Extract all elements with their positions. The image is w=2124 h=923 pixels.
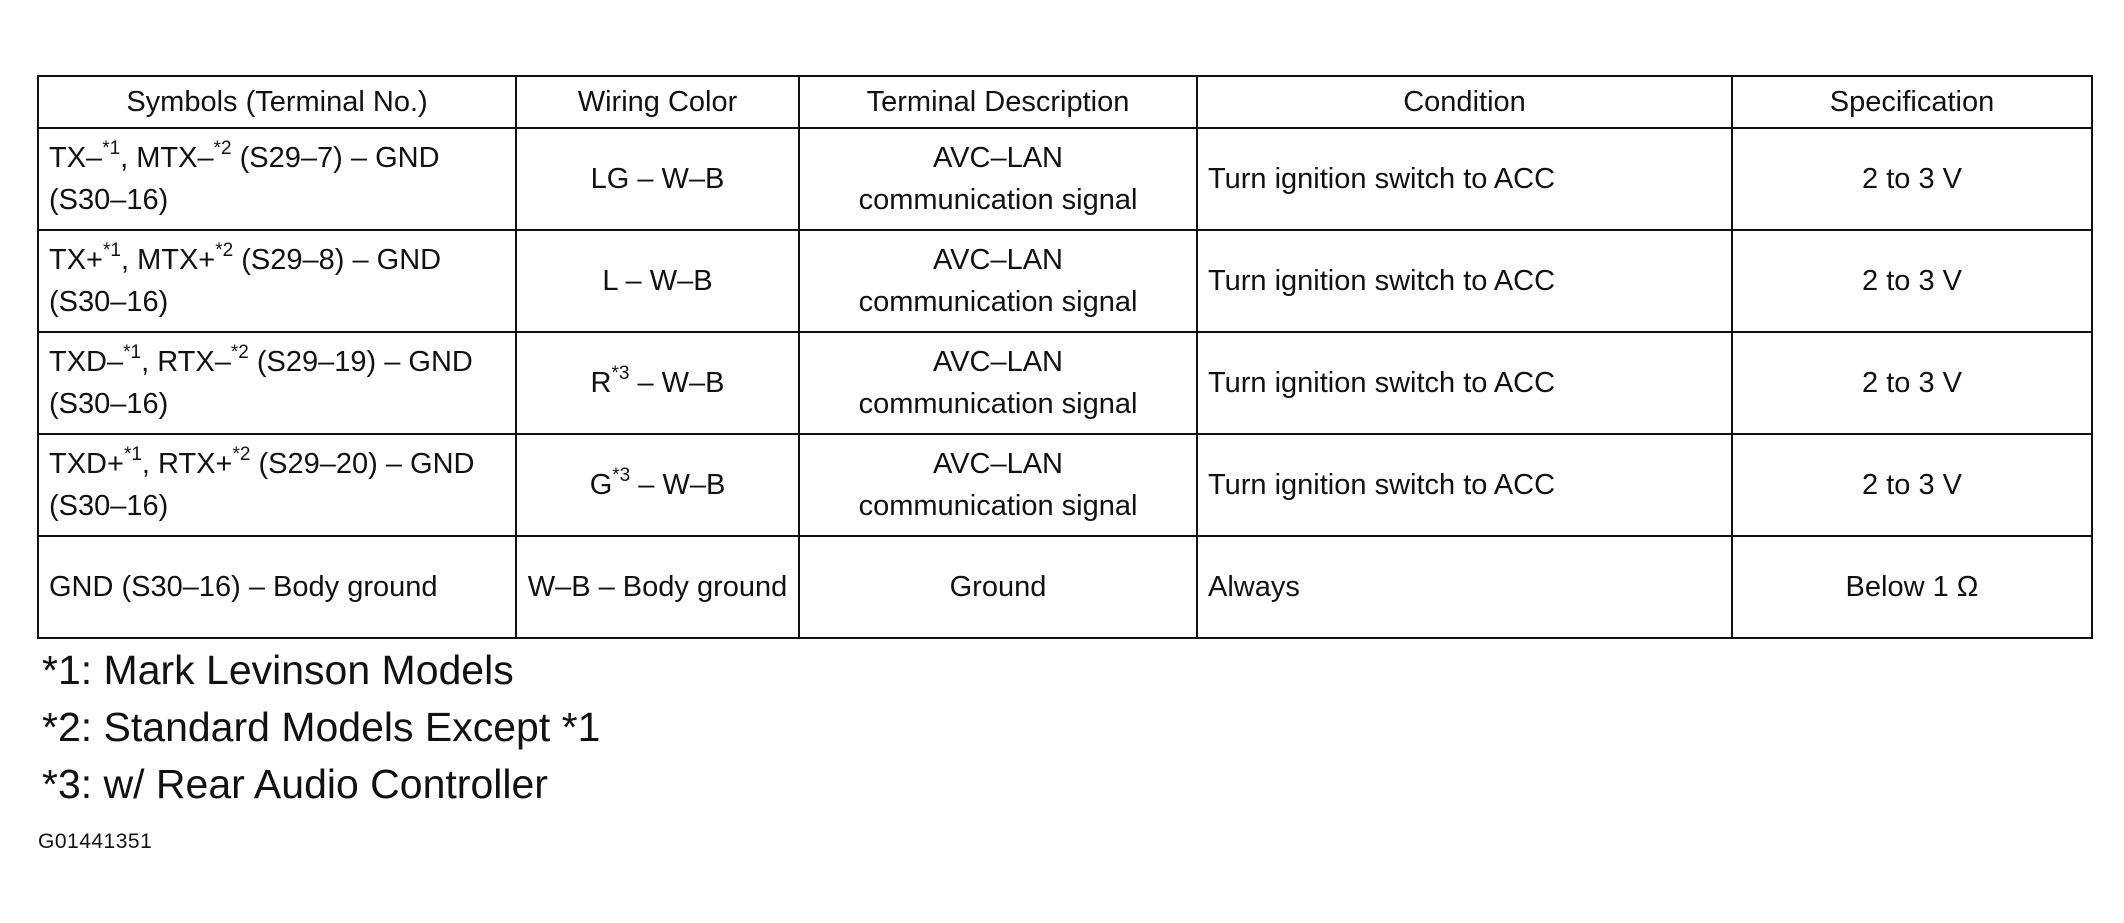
symbols-text: TX+ [49,243,103,276]
cell-terminal-description: Ground [798,535,1198,639]
terminal-spec-table: Symbols (Terminal No.) Wiring Color Term… [37,75,2093,639]
table-row: TXD+*1, RTX+*2 (S29–20) – GND (S30–16) G… [37,433,2093,537]
cell-terminal-description: AVC–LAN communication signal [798,229,1198,333]
wiring-text: W–B – Body ground [527,570,788,603]
symbols-text: GND (S30–16) – Body ground [49,570,438,603]
wiring-text: G [589,468,613,501]
header-wiring-color: Wiring Color [515,75,800,129]
wiring-text: R [590,366,612,399]
cell-wiring-color: LG – W–B [515,127,800,231]
description-line: communication signal [858,286,1138,318]
cell-specification: 2 to 3 V [1731,433,2093,537]
cell-condition: Always [1196,535,1733,639]
symbols-text: TX– [49,141,103,174]
description-line: communication signal [858,388,1138,420]
symbols-text: , MTX+ [120,243,216,276]
cell-terminal-description: AVC–LAN communication signal [798,127,1198,231]
description-line: AVC–LAN [932,447,1064,480]
wiring-text: – W–B [630,468,726,501]
footnote-3: *3: w/ Rear Audio Controller [42,761,548,807]
footnote-mark: *1 [123,444,142,466]
symbols-text: (S29–7) – GND (S30–16) [49,141,440,216]
description-line: AVC–LAN [932,141,1064,174]
table-row: TX+*1, MTX+*2 (S29–8) – GND (S30–16) L –… [37,229,2093,333]
header-terminal-description: Terminal Description [798,75,1198,129]
cell-wiring-color: L – W–B [515,229,800,333]
cell-wiring-color: W–B – Body ground [515,535,800,639]
footnote-mark: *2 [213,138,232,160]
symbols-text: TXD– [49,345,124,378]
footnote-mark: *2 [215,240,234,262]
cell-terminal-description: AVC–LAN communication signal [798,331,1198,435]
footnote-mark: *1 [102,138,121,160]
cell-symbols: TX–*1, MTX–*2 (S29–7) – GND (S30–16) [37,127,517,231]
footnote-2: *2: Standard Models Except *1 [42,704,601,750]
description-line: communication signal [858,184,1138,216]
symbols-text: , RTX– [141,345,231,378]
table-row: TX–*1, MTX–*2 (S29–7) – GND (S30–16) LG … [37,127,2093,231]
table-row: GND (S30–16) – Body ground W–B – Body gr… [37,535,2093,639]
description-line: AVC–LAN [932,345,1064,378]
description-line: AVC–LAN [932,243,1064,276]
cell-symbols: TX+*1, MTX+*2 (S29–8) – GND (S30–16) [37,229,517,333]
footnote-mark: *3 [612,465,631,487]
symbols-text: (S29–19) – GND (S30–16) [49,345,473,420]
header-condition: Condition [1196,75,1733,129]
table-header-row: Symbols (Terminal No.) Wiring Color Term… [37,75,2093,129]
footnotes: *1: Mark Levinson Models *2: Standard Mo… [42,642,600,813]
footnote-mark: *2 [232,444,251,466]
header-symbols: Symbols (Terminal No.) [37,75,517,129]
symbols-text: (S29–20) – GND (S30–16) [49,447,475,522]
cell-specification: 2 to 3 V [1731,331,2093,435]
cell-symbols: TXD+*1, RTX+*2 (S29–20) – GND (S30–16) [37,433,517,537]
description-line: communication signal [858,490,1138,522]
cell-condition: Turn ignition switch to ACC [1196,433,1733,537]
figure-id: G01441351 [38,830,153,853]
header-specification: Specification [1731,75,2093,129]
symbols-text: , RTX+ [141,447,233,480]
cell-condition: Turn ignition switch to ACC [1196,229,1733,333]
footnote-mark: *2 [230,342,249,364]
symbols-text: , MTX– [120,141,214,174]
cell-symbols: TXD–*1, RTX–*2 (S29–19) – GND (S30–16) [37,331,517,435]
footnote-1: *1: Mark Levinson Models [42,647,514,693]
cell-wiring-color: G*3 – W–B [515,433,800,537]
footnote-mark: *3 [611,363,630,385]
wiring-text: LG – W–B [590,162,725,195]
symbols-text: (S29–8) – GND (S30–16) [49,243,442,318]
footnote-mark: *1 [123,342,142,364]
table-row: TXD–*1, RTX–*2 (S29–19) – GND (S30–16) R… [37,331,2093,435]
cell-wiring-color: R*3 – W–B [515,331,800,435]
wiring-text: L – W–B [602,264,713,297]
cell-terminal-description: AVC–LAN communication signal [798,433,1198,537]
footnote-mark: *1 [103,240,121,262]
symbols-text: TXD+ [49,447,124,480]
wiring-text: – W–B [629,366,725,399]
cell-condition: Turn ignition switch to ACC [1196,331,1733,435]
cell-specification: 2 to 3 V [1731,127,2093,231]
cell-condition: Turn ignition switch to ACC [1196,127,1733,231]
description-line: Ground [949,570,1047,603]
cell-symbols: GND (S30–16) – Body ground [37,535,517,639]
cell-specification: 2 to 3 V [1731,229,2093,333]
cell-specification: Below 1 Ω [1731,535,2093,639]
